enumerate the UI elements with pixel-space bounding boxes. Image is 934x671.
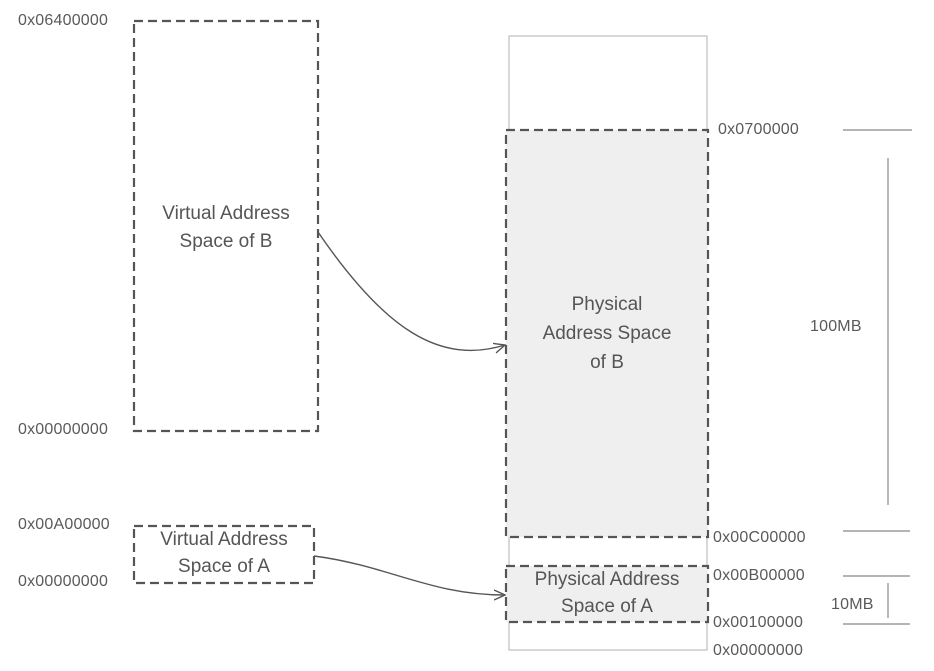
virtual-space-a-label: Virtual Address Space of A [160, 529, 288, 577]
physical-space-a-box [504, 564, 710, 624]
physical-space-b-label: Physical Address Space of B [542, 294, 672, 373]
virtual-a-bottom-address: 0x00000000 [18, 573, 109, 590]
mapping-arrow-a [313, 555, 505, 595]
physical-space-b-box [504, 128, 710, 539]
virtual-a-top-address: 0x00A00000 [18, 516, 110, 533]
physical-memory-bottom-address: 0x00000000 [713, 642, 804, 659]
size-label-10mb: 10MB [831, 596, 874, 613]
physical-space-a-label: Physical Address Space of A [534, 569, 680, 617]
virtual-space-b-box [132, 19, 320, 433]
size-label-100mb: 100MB [810, 318, 862, 335]
physical-b-bottom-address: 0x00C00000 [713, 529, 806, 546]
virtual-space-a-box [132, 524, 316, 585]
physical-a-top-address: 0x00B00000 [713, 567, 805, 584]
physical-a-bottom-address: 0x00100000 [713, 614, 804, 631]
virtual-space-b-label: Virtual Address Space of B [162, 203, 290, 252]
virtual-b-bottom-address: 0x00000000 [18, 421, 109, 438]
mapping-arrow-b [317, 231, 505, 350]
physical-b-top-address: 0x0700000 [718, 121, 799, 138]
virtual-b-top-address: 0x06400000 [18, 12, 109, 29]
